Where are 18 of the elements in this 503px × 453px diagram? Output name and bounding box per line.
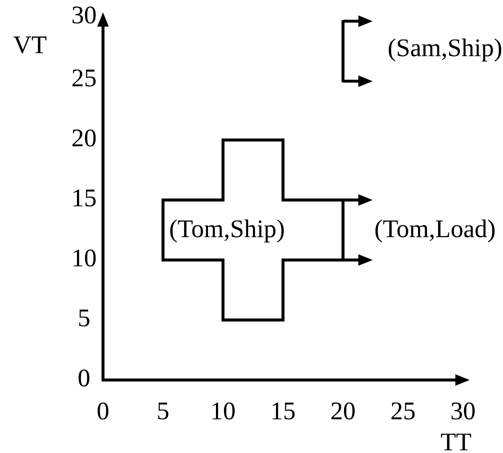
tick-label: 30 [452,402,475,420]
node-label: (Sam,Ship) [388,38,502,62]
axis-label: TT [440,434,472,450]
tick-label: 0 [98,402,108,420]
node-label: (Tom,Load) [375,220,495,242]
tick-label: 0 [78,369,90,387]
axis-label: VT [13,36,46,54]
tick-label: 25 [391,402,415,420]
tick-label: 10 [74,249,96,267]
tick-label: 20 [72,129,96,147]
tick-label: 15 [272,402,295,420]
tick-label: 5 [158,402,168,420]
tick-label: 30 [72,6,96,24]
tick-label: 10 [212,402,235,420]
tick-label: 5 [79,310,90,326]
tick-label: 25 [72,70,96,86]
tick-label: 20 [331,402,355,420]
tick-label: 15 [74,190,96,206]
